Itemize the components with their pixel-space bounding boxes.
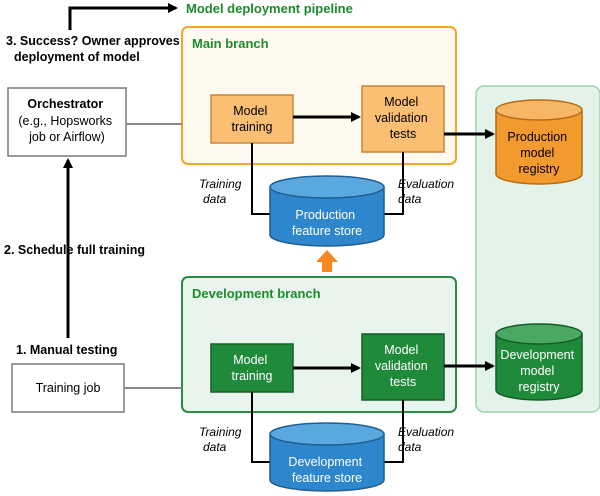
training-job-text: Training job	[36, 381, 101, 395]
step2-label: 2. Schedule full training	[4, 243, 145, 257]
training-job-box[interactable]	[11, 363, 125, 413]
main-branch-label: Main branch	[192, 36, 269, 51]
dev-model-training-text: Model training	[232, 353, 273, 383]
step1-label: 1. Manual testing	[16, 343, 117, 357]
main-model-training-text: Model training	[232, 104, 273, 134]
dev-validation-tests-box[interactable]	[361, 333, 445, 401]
dev-branch-label: Development branch	[192, 286, 321, 301]
main-training-data-label: Training data	[199, 177, 245, 206]
orchestrator-text: Orchestrator (e.g., Hopsworks job or Air…	[18, 97, 115, 144]
development-feature-store[interactable]	[269, 422, 385, 492]
development-model-registry[interactable]	[495, 323, 583, 401]
development-feature-store-text: Development feature store	[288, 455, 365, 485]
main-evaluation-data-label: Evaluation data	[398, 177, 457, 206]
dev-training-data-label: Training data	[199, 425, 245, 454]
main-training-data-line	[251, 143, 270, 215]
production-feature-store-text: Production feature store	[292, 208, 362, 238]
production-model-registry[interactable]	[495, 99, 583, 185]
promotion-up-arrow	[316, 250, 338, 272]
main-validation-tests-text: Model validation tests	[375, 95, 431, 141]
production-model-registry-text: Production model registry	[507, 130, 570, 176]
dev-model-training-box[interactable]	[210, 343, 294, 393]
production-feature-store[interactable]	[269, 175, 385, 247]
dev-evaluation-data-line	[384, 400, 404, 463]
orchestrator-box[interactable]	[7, 87, 127, 157]
step3-label: 3. Success? Owner approves deployment of…	[6, 34, 183, 64]
dev-training-data-line	[251, 392, 270, 463]
dev-validation-tests-text: Model validation tests	[375, 343, 431, 389]
dev-evaluation-data-label: Evaluation data	[398, 425, 457, 454]
pipeline-title: Model deployment pipeline	[186, 1, 353, 16]
main-model-training-box[interactable]	[210, 94, 294, 144]
development-model-registry-text: Development model registry	[500, 348, 577, 394]
main-evaluation-data-line	[384, 152, 404, 215]
step3-arrow	[68, 3, 178, 30]
